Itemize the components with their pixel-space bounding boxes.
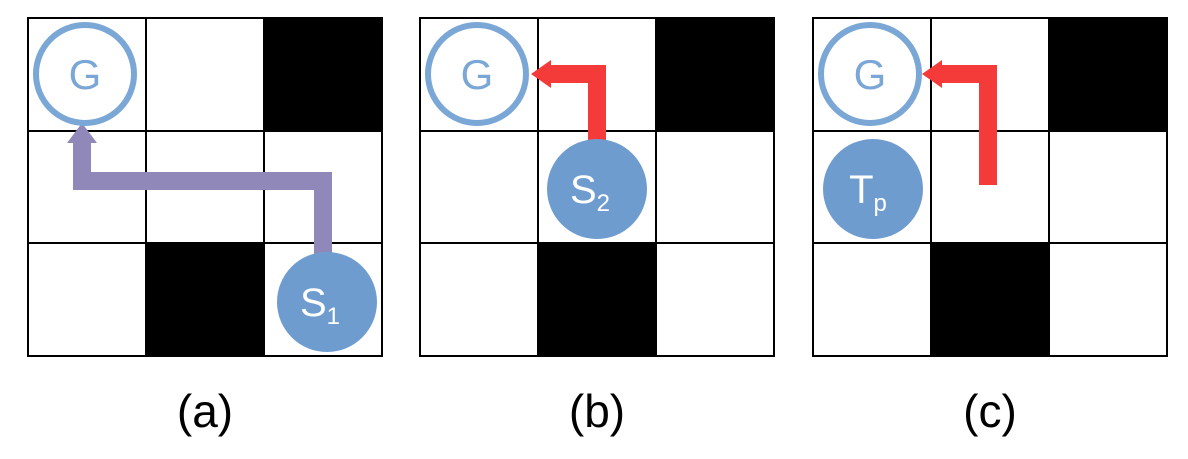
wall-cell-a-2-1 bbox=[146, 243, 264, 356]
wall-cell-a-0-2 bbox=[264, 18, 382, 131]
wall-cell-c-0-2 bbox=[1049, 18, 1167, 131]
cell-b-1-0 bbox=[420, 130, 538, 244]
goal-node-c: G bbox=[818, 22, 922, 126]
agent-label-c: T bbox=[849, 168, 873, 212]
goal-label-b: G bbox=[461, 51, 494, 98]
agent-node-c: Tp bbox=[823, 139, 923, 239]
wall-cell-b-2-1 bbox=[538, 243, 656, 356]
goal-node-a: G bbox=[33, 22, 137, 126]
svg-text:S1: S1 bbox=[300, 281, 340, 330]
overlay-b: G S2 bbox=[425, 22, 647, 239]
cell-c-1-2 bbox=[1049, 130, 1167, 244]
agent-label-b: S bbox=[570, 168, 597, 212]
agent-label-a: S bbox=[300, 281, 327, 325]
agent-sub-a: 1 bbox=[327, 303, 340, 330]
wall-cell-c-2-1 bbox=[931, 243, 1049, 356]
cell-b-1-2 bbox=[656, 130, 774, 244]
panel-a: G S1 (a) bbox=[27, 17, 383, 434]
agent-sub-c: p bbox=[874, 190, 887, 217]
svg-text:Tp: Tp bbox=[849, 168, 887, 217]
panel-c: G Tp (c) bbox=[812, 17, 1168, 434]
agent-sub-b: 2 bbox=[597, 190, 610, 217]
wall-cell-b-0-2 bbox=[656, 18, 774, 131]
overlay-a: G S1 bbox=[33, 22, 377, 352]
goal-node-b: G bbox=[425, 22, 529, 126]
goal-label-a: G bbox=[69, 51, 102, 98]
path-arrow-c bbox=[922, 60, 997, 185]
path-arrow-a bbox=[67, 123, 332, 275]
agent-node-a: S1 bbox=[277, 252, 377, 352]
cell-c-2-2 bbox=[1049, 243, 1167, 356]
cell-a-0-1 bbox=[146, 18, 264, 131]
cell-b-2-0 bbox=[420, 243, 538, 356]
cell-c-2-0 bbox=[813, 243, 931, 356]
goal-label-c: G bbox=[854, 51, 887, 98]
path-arrow-b bbox=[531, 60, 606, 145]
caption-a: (a) bbox=[176, 385, 234, 437]
agent-node-b: S2 bbox=[547, 139, 647, 239]
caption-b: (b) bbox=[568, 385, 626, 437]
overlay-c: G Tp bbox=[818, 22, 997, 239]
cell-b-2-2 bbox=[656, 243, 774, 356]
panel-b: G S2 (b) bbox=[419, 17, 775, 434]
cell-a-2-0 bbox=[28, 243, 146, 356]
caption-c: (c) bbox=[963, 385, 1017, 437]
svg-text:S2: S2 bbox=[570, 168, 610, 217]
